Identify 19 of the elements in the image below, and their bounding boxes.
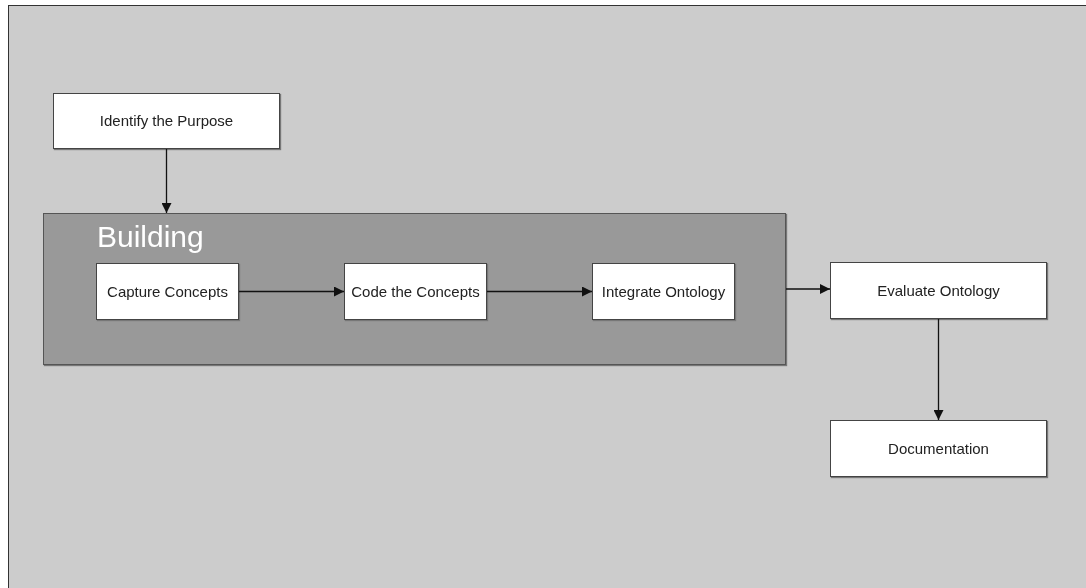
box-label: Identify the Purpose bbox=[98, 112, 235, 130]
arrow bbox=[785, 284, 831, 294]
arrow bbox=[486, 286, 593, 297]
process-box bbox=[96, 263, 239, 320]
group-title: Building bbox=[97, 220, 204, 253]
process-box bbox=[344, 263, 487, 320]
box-label: Capture Concepts bbox=[106, 282, 229, 301]
box-label: Code the Concepts bbox=[350, 282, 481, 301]
arrow bbox=[933, 318, 944, 421]
arrow bbox=[161, 148, 172, 214]
box-label: Evaluate Ontology bbox=[876, 281, 1001, 300]
box-label: Integrate Ontology bbox=[600, 282, 727, 301]
process-box bbox=[830, 420, 1047, 477]
group-panel bbox=[43, 213, 786, 365]
box-label: Documentation bbox=[887, 439, 990, 458]
process-box bbox=[830, 262, 1047, 319]
arrow bbox=[238, 286, 345, 297]
process-box bbox=[592, 263, 735, 320]
process-box bbox=[53, 93, 280, 149]
